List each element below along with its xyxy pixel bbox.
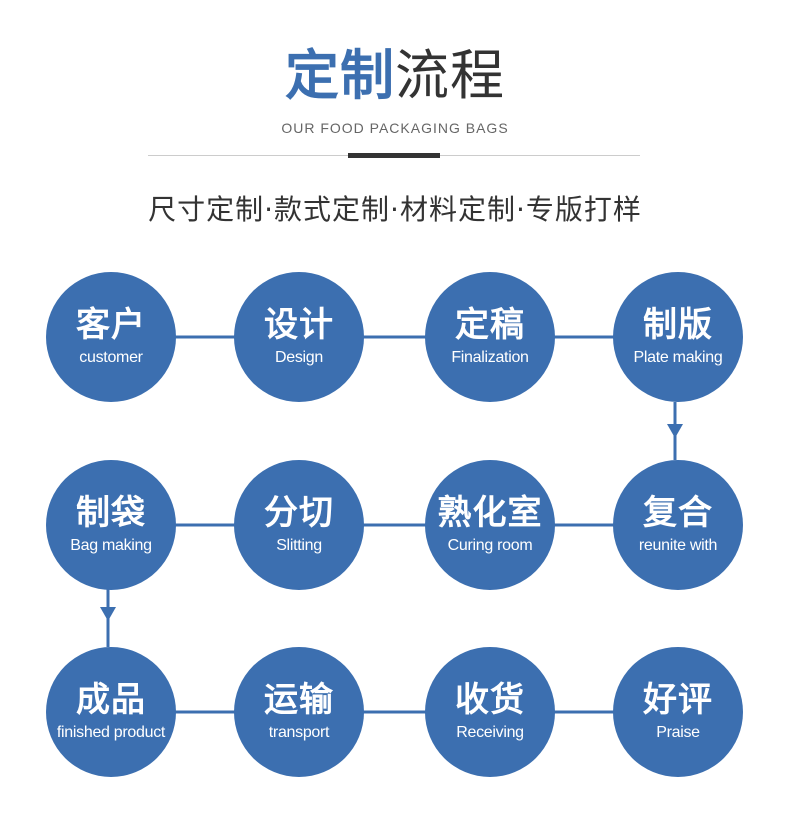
step-label-zh: 运输 — [264, 680, 334, 720]
step-label-zh: 熟化室 — [437, 493, 543, 533]
step-label-zh: 复合 — [643, 493, 713, 533]
step-label-zh: 收货 — [455, 680, 525, 720]
step-label-zh: 制袋 — [76, 493, 146, 533]
step-label-en: customer — [79, 349, 143, 366]
step-curing-room[interactable]: 熟化室 Curing room — [425, 460, 555, 590]
step-label-zh: 设计 — [264, 305, 334, 345]
step-reunite-with[interactable]: 复合 reunite with — [613, 460, 743, 590]
step-slitting[interactable]: 分切 Slitting — [234, 460, 364, 590]
step-label-en: Curing room — [447, 537, 533, 554]
step-praise[interactable]: 好评 Praise — [613, 647, 743, 777]
step-receiving[interactable]: 收货 Receiving — [425, 647, 555, 777]
step-label-zh: 制版 — [643, 305, 713, 345]
step-label-en: Receiving — [456, 724, 524, 741]
step-finalization[interactable]: 定稿 Finalization — [425, 272, 555, 402]
step-label-zh: 分切 — [264, 493, 334, 533]
step-design[interactable]: 设计 Design — [234, 272, 364, 402]
step-label-en: Plate making — [633, 349, 723, 366]
step-bag-making[interactable]: 制袋 Bag making — [46, 460, 176, 590]
step-label-zh: 成品 — [76, 680, 146, 720]
step-label-zh: 定稿 — [455, 305, 525, 345]
step-label-en: transport — [268, 724, 330, 741]
page-subtitle: OUR FOOD PACKAGING BAGS — [281, 120, 509, 136]
step-label-en: reunite with — [638, 537, 718, 554]
title-rest: 流程 — [395, 44, 505, 107]
step-label-en: Finalization — [451, 349, 529, 366]
step-finished-product[interactable]: 成品 finished product — [46, 647, 176, 777]
step-label-zh: 好评 — [643, 680, 713, 720]
step-customer[interactable]: 客户 customer — [46, 272, 176, 402]
arrow-down-left-icon — [100, 607, 116, 621]
step-label-en: Slitting — [276, 537, 322, 554]
step-label-en: Praise — [656, 724, 700, 741]
title-strong: 定制 — [285, 44, 395, 107]
step-plate-making[interactable]: 制版 Plate making — [613, 272, 743, 402]
tagline: 尺寸定制·款式定制·材料定制·专版打样 — [148, 193, 642, 226]
page-title: 定制流程 — [0, 38, 790, 114]
step-label-en: finished product — [56, 724, 166, 741]
step-label-en: Design — [274, 349, 323, 366]
divider-accent — [348, 153, 440, 158]
step-transport[interactable]: 运输 transport — [234, 647, 364, 777]
step-label-en: Bag making — [70, 537, 152, 554]
step-label-zh: 客户 — [76, 305, 146, 345]
arrow-down-right-icon — [667, 424, 683, 438]
